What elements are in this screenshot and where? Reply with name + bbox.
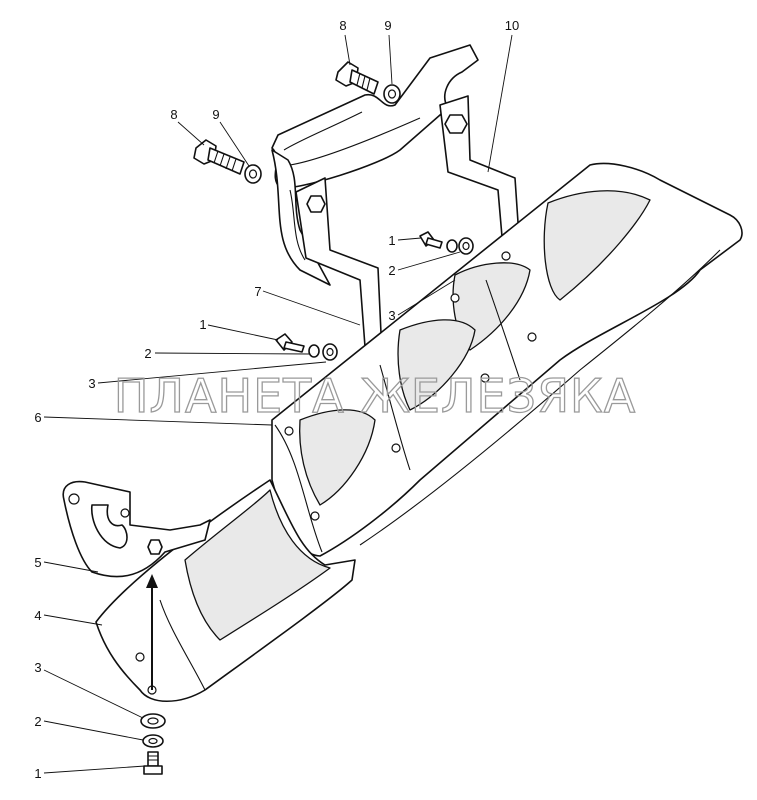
callout-9-upper: 9 xyxy=(384,18,391,33)
bolt-1-upper xyxy=(419,231,443,249)
callout-1-bottom: 1 xyxy=(34,766,41,781)
callout-8-lower: 8 xyxy=(170,107,177,122)
callout-9-lower: 9 xyxy=(212,107,219,122)
callout-2-bottom: 2 xyxy=(34,714,41,729)
washer-2-upper xyxy=(446,237,474,255)
callout-7: 7 xyxy=(254,284,261,299)
callout-4: 4 xyxy=(34,608,41,623)
callout-3-bottom: 3 xyxy=(34,660,41,675)
leader-lines xyxy=(43,34,513,774)
heat-shield-6 xyxy=(271,162,743,557)
assembly-arrow xyxy=(146,574,158,690)
callout-3-upper: 3 xyxy=(388,308,395,323)
bolt-1-middle xyxy=(275,333,305,353)
callout-3-middle: 3 xyxy=(88,376,95,391)
callout-5: 5 xyxy=(34,555,41,570)
callout-1-upper: 1 xyxy=(388,233,395,248)
washer-2-bottom xyxy=(142,734,164,748)
callout-6: 6 xyxy=(34,410,41,425)
washer-3-bottom xyxy=(140,713,166,729)
callout-8-upper: 8 xyxy=(339,18,346,33)
bolt-1-bottom xyxy=(143,751,163,775)
washer-9-lower xyxy=(244,164,262,184)
callout-labels: 8 9 10 8 9 1 2 7 3 1 2 3 6 5 4 3 2 1 xyxy=(34,18,519,781)
mounting-plate xyxy=(271,44,479,286)
washer-9-upper xyxy=(383,84,401,104)
callout-10: 10 xyxy=(505,18,519,33)
watermark-text: ПЛАНЕТА ЖЕЛЕЗЯКА xyxy=(114,369,636,423)
callout-1-middle: 1 xyxy=(199,317,206,332)
callout-2-upper: 2 xyxy=(388,263,395,278)
washer-2-middle xyxy=(308,343,338,361)
hook-bracket-5 xyxy=(62,480,211,578)
bolt-8-lower xyxy=(193,139,245,175)
callout-2-middle: 2 xyxy=(144,346,151,361)
bolt-8-upper xyxy=(335,61,379,95)
